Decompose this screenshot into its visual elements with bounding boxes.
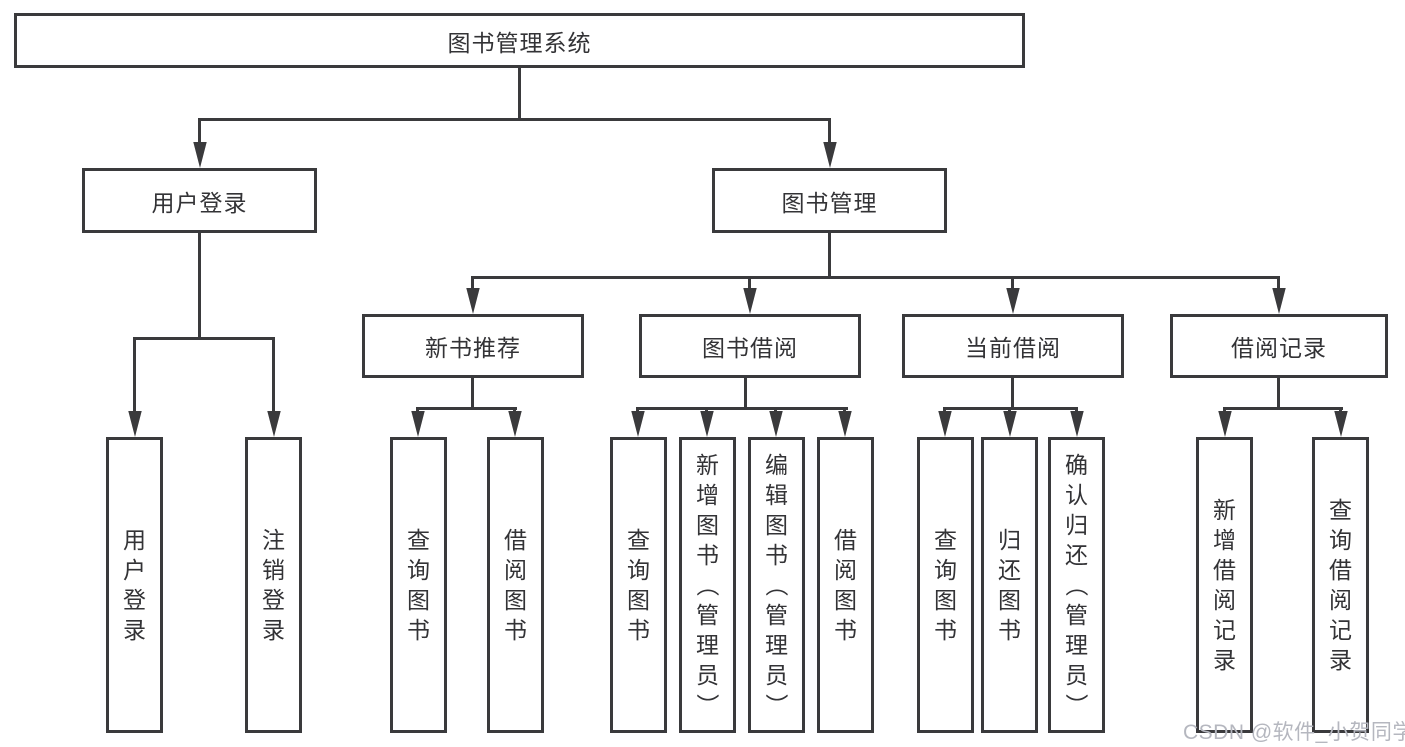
connector-line	[1277, 276, 1280, 290]
leaf-return-books: 归还图书	[981, 437, 1038, 733]
leaf-borrow-books-recommend: 借阅图书	[487, 437, 544, 733]
arrow-down-icon	[466, 288, 480, 314]
arrow-down-icon	[508, 411, 522, 437]
node-label: 用户登录	[151, 189, 248, 216]
arrow-down-icon	[1003, 411, 1017, 437]
connector-line	[272, 337, 275, 415]
leaf-label: 借阅图书	[834, 527, 857, 643]
leaf-add-books-admin: 新增图书（管理员）	[679, 437, 736, 733]
arrow-down-icon	[193, 142, 207, 168]
connector-line	[828, 233, 831, 276]
arrow-down-icon	[1218, 411, 1232, 437]
node-label: 借阅记录	[1231, 335, 1327, 361]
leaf-label: 用户登录	[123, 527, 146, 643]
connector-line	[198, 118, 201, 148]
connector-line	[133, 337, 275, 340]
leaf-label: 确认归还（管理员）	[1063, 452, 1090, 717]
connector-line	[133, 337, 136, 415]
leaf-query-books-recommend: 查询图书	[390, 437, 447, 733]
connector-line	[1223, 407, 1343, 410]
connector-line	[518, 68, 521, 118]
connector-line	[1277, 378, 1280, 407]
leaf-user-login: 用户登录	[106, 437, 163, 733]
leaf-label: 查询图书	[934, 527, 957, 643]
leaf-query-borrow-record: 查询借阅记录	[1312, 437, 1369, 733]
connector-line	[198, 118, 831, 121]
leaf-add-borrow-record: 新增借阅记录	[1196, 437, 1253, 733]
leaf-edit-books-admin: 编辑图书（管理员）	[748, 437, 805, 733]
connector-line	[416, 407, 517, 410]
arrow-down-icon	[128, 411, 142, 437]
arrow-down-icon	[838, 411, 852, 437]
leaf-label: 借阅图书	[504, 527, 527, 643]
csdn-watermark: CSDN @软件_小贺同学	[1183, 721, 1405, 744]
leaf-label: 编辑图书（管理员）	[763, 452, 790, 717]
leaf-label: 归还图书	[998, 527, 1021, 643]
node-label: 图书管理系统	[447, 29, 592, 56]
connector-line	[636, 407, 848, 410]
leaf-borrow-books: 借阅图书	[817, 437, 874, 733]
node-label: 新书推荐	[425, 335, 521, 361]
leaf-label: 查询图书	[407, 527, 430, 643]
node-borrowing-records: 借阅记录	[1170, 314, 1388, 378]
node-label: 图书借阅	[702, 335, 798, 361]
leaf-query-books-borrowing: 查询图书	[610, 437, 667, 733]
arrow-down-icon	[411, 411, 425, 437]
arrow-down-icon	[938, 411, 952, 437]
leaf-label: 新增图书（管理员）	[694, 452, 721, 717]
node-new-book-recommend: 新书推荐	[362, 314, 584, 378]
connector-line	[828, 118, 831, 148]
node-label: 当前借阅	[965, 335, 1061, 361]
connector-line	[471, 276, 474, 290]
arrow-down-icon	[1334, 411, 1348, 437]
arrow-down-icon	[743, 288, 757, 314]
connector-line	[744, 378, 747, 407]
arrow-down-icon	[631, 411, 645, 437]
arrow-down-icon	[823, 142, 837, 168]
connector-line	[1011, 276, 1014, 290]
arrow-down-icon	[1070, 411, 1084, 437]
node-user-login: 用户登录	[82, 168, 317, 233]
arrow-down-icon	[1006, 288, 1020, 314]
leaf-label: 新增借阅记录	[1213, 497, 1236, 673]
arrow-down-icon	[700, 411, 714, 437]
leaf-query-books-current: 查询图书	[917, 437, 974, 733]
connector-line	[198, 233, 201, 337]
leaf-label: 查询图书	[627, 527, 650, 643]
arrow-down-icon	[769, 411, 783, 437]
connector-line	[471, 378, 474, 407]
leaf-label: 注销登录	[262, 527, 285, 643]
node-book-management: 图书管理	[712, 168, 947, 233]
node-root-library-system: 图书管理系统	[14, 13, 1025, 68]
leaf-label: 查询借阅记录	[1329, 497, 1352, 673]
arrow-down-icon	[1272, 288, 1286, 314]
connector-line	[1011, 378, 1014, 407]
leaf-logout: 注销登录	[245, 437, 302, 733]
connector-line	[748, 276, 751, 290]
leaf-confirm-return-admin: 确认归还（管理员）	[1048, 437, 1105, 733]
connector-line	[471, 276, 1280, 279]
node-book-borrowing: 图书借阅	[639, 314, 861, 378]
node-label: 图书管理	[781, 189, 878, 216]
arrow-down-icon	[267, 411, 281, 437]
node-current-borrowing: 当前借阅	[902, 314, 1124, 378]
